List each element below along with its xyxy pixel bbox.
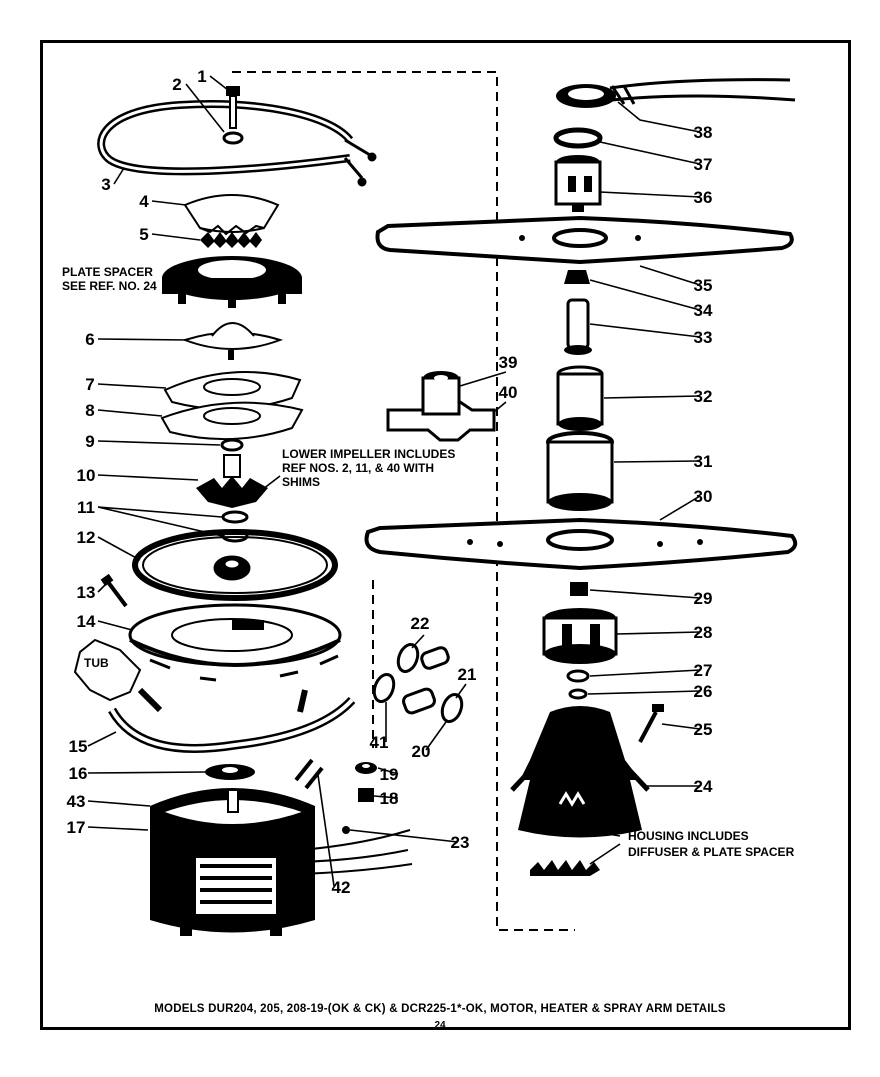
part-14-sump bbox=[128, 603, 342, 682]
callout-18: 18 bbox=[380, 789, 399, 808]
callout-23: 23 bbox=[451, 833, 470, 852]
callout-35: 35 bbox=[694, 276, 713, 295]
callout-25: 25 bbox=[694, 720, 713, 739]
bolt-1 bbox=[222, 86, 244, 145]
assembly-dashed-line bbox=[232, 71, 575, 931]
callout-27: 27 bbox=[694, 661, 713, 680]
part-25-screw bbox=[638, 704, 664, 743]
callout-4: 4 bbox=[139, 192, 149, 211]
callout-26: 26 bbox=[694, 682, 713, 701]
callout-12: 12 bbox=[77, 528, 96, 547]
part-32-tube bbox=[556, 365, 604, 431]
part-33-tube bbox=[564, 298, 592, 355]
housing-line-2: DIFFUSER & PLATE SPACER bbox=[628, 845, 795, 859]
callout-38: 38 bbox=[694, 123, 713, 142]
diagram-border bbox=[40, 40, 851, 1030]
part-36-nozzle bbox=[554, 155, 602, 212]
callout-3: 3 bbox=[101, 175, 110, 194]
heater-element bbox=[97, 100, 377, 187]
note-plate-spacer: PLATE SPACER SEE REF. NO. 24 bbox=[62, 265, 157, 293]
callout-24: 24 bbox=[694, 777, 713, 796]
part-24-housing bbox=[510, 706, 650, 876]
callout-15: 15 bbox=[69, 737, 88, 756]
page-number: 24 bbox=[434, 1020, 446, 1031]
callout-22: 22 bbox=[411, 614, 430, 633]
callout-33: 33 bbox=[694, 328, 713, 347]
callout-16: 16 bbox=[69, 764, 88, 783]
part-6-cover bbox=[181, 322, 284, 360]
part-7-gasket bbox=[163, 371, 302, 411]
callout-31: 31 bbox=[694, 452, 713, 471]
callout-7: 7 bbox=[85, 375, 94, 394]
housing-line-1: HOUSING INCLUDES bbox=[628, 829, 749, 843]
tub-outline bbox=[73, 638, 142, 702]
note-housing: HOUSING INCLUDES DIFFUSER & PLATE SPACER bbox=[628, 829, 795, 859]
part-31-tube bbox=[546, 431, 614, 511]
callout-28: 28 bbox=[694, 623, 713, 642]
callout-13: 13 bbox=[77, 583, 96, 602]
callout-14: 14 bbox=[77, 612, 96, 631]
motor bbox=[150, 788, 413, 936]
upper-spray-arm bbox=[375, 215, 794, 265]
part-12-seal-ring bbox=[132, 529, 338, 601]
plate-spacer bbox=[162, 256, 302, 308]
part-15-heater-shield bbox=[108, 687, 356, 753]
callout-17: 17 bbox=[67, 818, 86, 837]
callout-32: 32 bbox=[694, 387, 713, 406]
leader-lines bbox=[87, 75, 701, 887]
part-8-plate bbox=[160, 401, 304, 441]
callout-2: 2 bbox=[172, 75, 181, 94]
note-lower-impeller: LOWER IMPELLER INCLUDES REF NOS. 2, 11, … bbox=[282, 447, 455, 489]
callout-30: 30 bbox=[694, 487, 713, 506]
callout-20: 20 bbox=[412, 742, 431, 761]
callout-6: 6 bbox=[85, 330, 94, 349]
part-29-nut bbox=[570, 582, 588, 596]
callout-42: 42 bbox=[332, 878, 351, 897]
part-39-bushing bbox=[421, 371, 461, 416]
lower-impeller-line-1: LOWER IMPELLER INCLUDES bbox=[282, 447, 455, 461]
callout-37: 37 bbox=[694, 155, 713, 174]
callout-41: 41 bbox=[370, 733, 389, 752]
lower-impeller bbox=[196, 454, 268, 508]
callout-36: 36 bbox=[694, 188, 713, 207]
part-34-nut bbox=[564, 270, 590, 284]
callout-39: 39 bbox=[499, 353, 518, 372]
callout-11: 11 bbox=[77, 498, 95, 517]
callout-1: 1 bbox=[197, 67, 206, 86]
callout-34: 34 bbox=[694, 301, 713, 320]
part-4-disc bbox=[183, 194, 280, 236]
small-parts-group bbox=[342, 642, 464, 834]
lower-impeller-line-3: SHIMS bbox=[282, 475, 320, 489]
part-38-fitting bbox=[556, 78, 796, 108]
part-42-clip bbox=[294, 758, 324, 790]
diagram-title: MODELS DUR204, 205, 208-19-(OK & CK) & D… bbox=[154, 1003, 726, 1015]
lower-impeller-line-2: REF NOS. 2, 11, & 40 WITH bbox=[282, 461, 434, 475]
part-9-washer bbox=[220, 438, 244, 452]
callout-29: 29 bbox=[694, 589, 713, 608]
plate-spacer-line-1: PLATE SPACER bbox=[62, 265, 153, 279]
lower-spray-arm bbox=[364, 517, 798, 571]
callout-21: 21 bbox=[458, 665, 477, 684]
callout-9: 9 bbox=[85, 432, 94, 451]
part-26-washer bbox=[568, 688, 588, 700]
part-13-screw bbox=[100, 573, 128, 608]
part-28-diffuser bbox=[542, 608, 618, 664]
callout-40: 40 bbox=[499, 383, 518, 402]
plate-spacer-line-2: SEE REF. NO. 24 bbox=[62, 279, 157, 293]
callout-10: 10 bbox=[77, 466, 96, 485]
part-27-washer bbox=[566, 669, 590, 683]
part-37-ring bbox=[553, 127, 603, 149]
callout-5: 5 bbox=[139, 225, 148, 244]
callout-43: 43 bbox=[67, 792, 86, 811]
tub-label: TUB bbox=[84, 656, 109, 670]
callout-19: 19 bbox=[380, 765, 399, 784]
part-5-ring bbox=[200, 232, 262, 248]
part-16-seal bbox=[205, 764, 255, 780]
callout-8: 8 bbox=[85, 401, 94, 420]
